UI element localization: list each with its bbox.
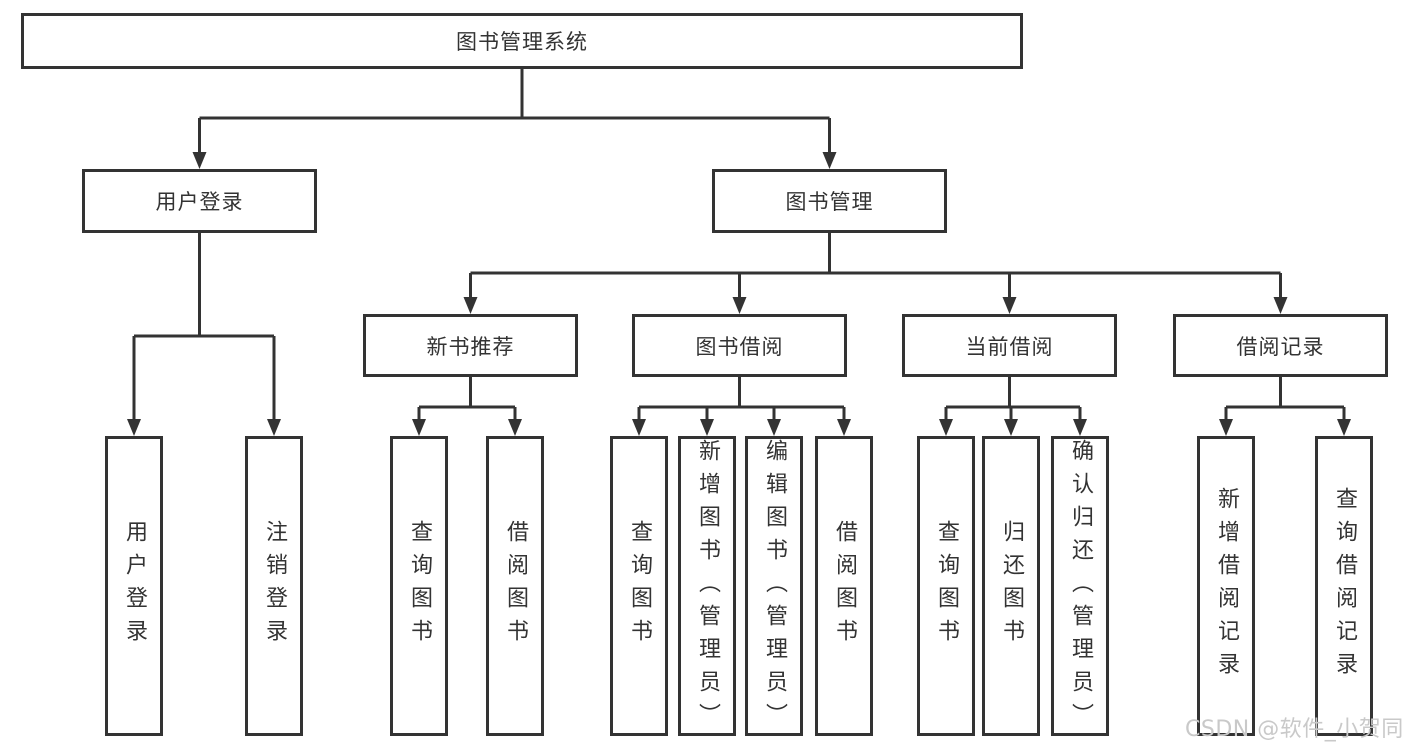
leaf-label: 查询图书 bbox=[934, 520, 959, 652]
leaf-label: 借阅图书 bbox=[503, 520, 528, 652]
leaf-return-books: 归还图书 bbox=[982, 436, 1040, 736]
leaf-label: 确认归还（管理员） bbox=[1068, 439, 1093, 736]
node-borrowing-records: 借阅记录 bbox=[1173, 314, 1388, 377]
leaf-label: 归还图书 bbox=[999, 520, 1024, 652]
node-label: 新书推荐 bbox=[426, 334, 515, 359]
leaf-query-books-borrowing: 查询图书 bbox=[610, 436, 668, 736]
leaf-label: 新增图书（管理员） bbox=[695, 439, 720, 736]
node-user-login: 用户登录 bbox=[82, 169, 317, 233]
node-label: 图书管理 bbox=[785, 190, 874, 214]
watermark: CSDN @软件_小贺同学 bbox=[1185, 717, 1405, 742]
node-label: 当前借阅 bbox=[965, 334, 1054, 359]
node-current-borrowing: 当前借阅 bbox=[902, 314, 1117, 377]
leaf-label: 新增借阅记录 bbox=[1214, 487, 1239, 685]
leaf-query-books-recommendation: 查询图书 bbox=[390, 436, 448, 736]
connector-book-borrowing bbox=[637, 377, 846, 422]
leaf-query-books-current: 查询图书 bbox=[917, 436, 975, 736]
leaf-label: 注销登录 bbox=[262, 520, 287, 652]
leaf-label: 查询图书 bbox=[627, 520, 652, 652]
leaf-query-borrow-record: 查询借阅记录 bbox=[1315, 436, 1373, 736]
node-label: 借阅记录 bbox=[1236, 334, 1325, 359]
connector-new-book-recommendation bbox=[417, 377, 517, 422]
connector-book-management bbox=[469, 233, 1282, 300]
node-book-borrowing: 图书借阅 bbox=[632, 314, 847, 377]
leaf-add-borrow-record: 新增借阅记录 bbox=[1197, 436, 1255, 736]
leaf-edit-books-admin: 编辑图书（管理员） bbox=[745, 436, 803, 736]
connector-root bbox=[198, 69, 831, 154]
node-label: 图书借阅 bbox=[695, 334, 784, 359]
node-book-management: 图书管理 bbox=[712, 169, 947, 233]
leaf-add-books-admin: 新增图书（管理员） bbox=[678, 436, 736, 736]
leaf-user-login: 用户登录 bbox=[105, 436, 163, 736]
leaf-confirm-return-admin: 确认归还（管理员） bbox=[1051, 436, 1109, 736]
node-new-book-recommendation: 新书推荐 bbox=[363, 314, 578, 377]
leaf-label: 编辑图书（管理员） bbox=[762, 439, 787, 736]
leaf-label: 借阅图书 bbox=[832, 520, 857, 652]
leaf-borrow-books-recommendation: 借阅图书 bbox=[486, 436, 544, 736]
connector-borrowing-records bbox=[1224, 377, 1346, 422]
node-label: 用户登录 bbox=[155, 190, 244, 214]
leaf-borrow-books: 借阅图书 bbox=[815, 436, 873, 736]
connector-user-login bbox=[132, 233, 276, 422]
leaf-label: 查询借阅记录 bbox=[1332, 487, 1357, 685]
node-label: 图书管理系统 bbox=[456, 30, 588, 54]
node-library-management-system: 图书管理系统 bbox=[21, 13, 1023, 69]
connector-current-borrowing bbox=[944, 377, 1082, 422]
leaf-label: 用户登录 bbox=[122, 520, 147, 652]
leaf-logout: 注销登录 bbox=[245, 436, 303, 736]
leaf-label: 查询图书 bbox=[407, 520, 432, 652]
